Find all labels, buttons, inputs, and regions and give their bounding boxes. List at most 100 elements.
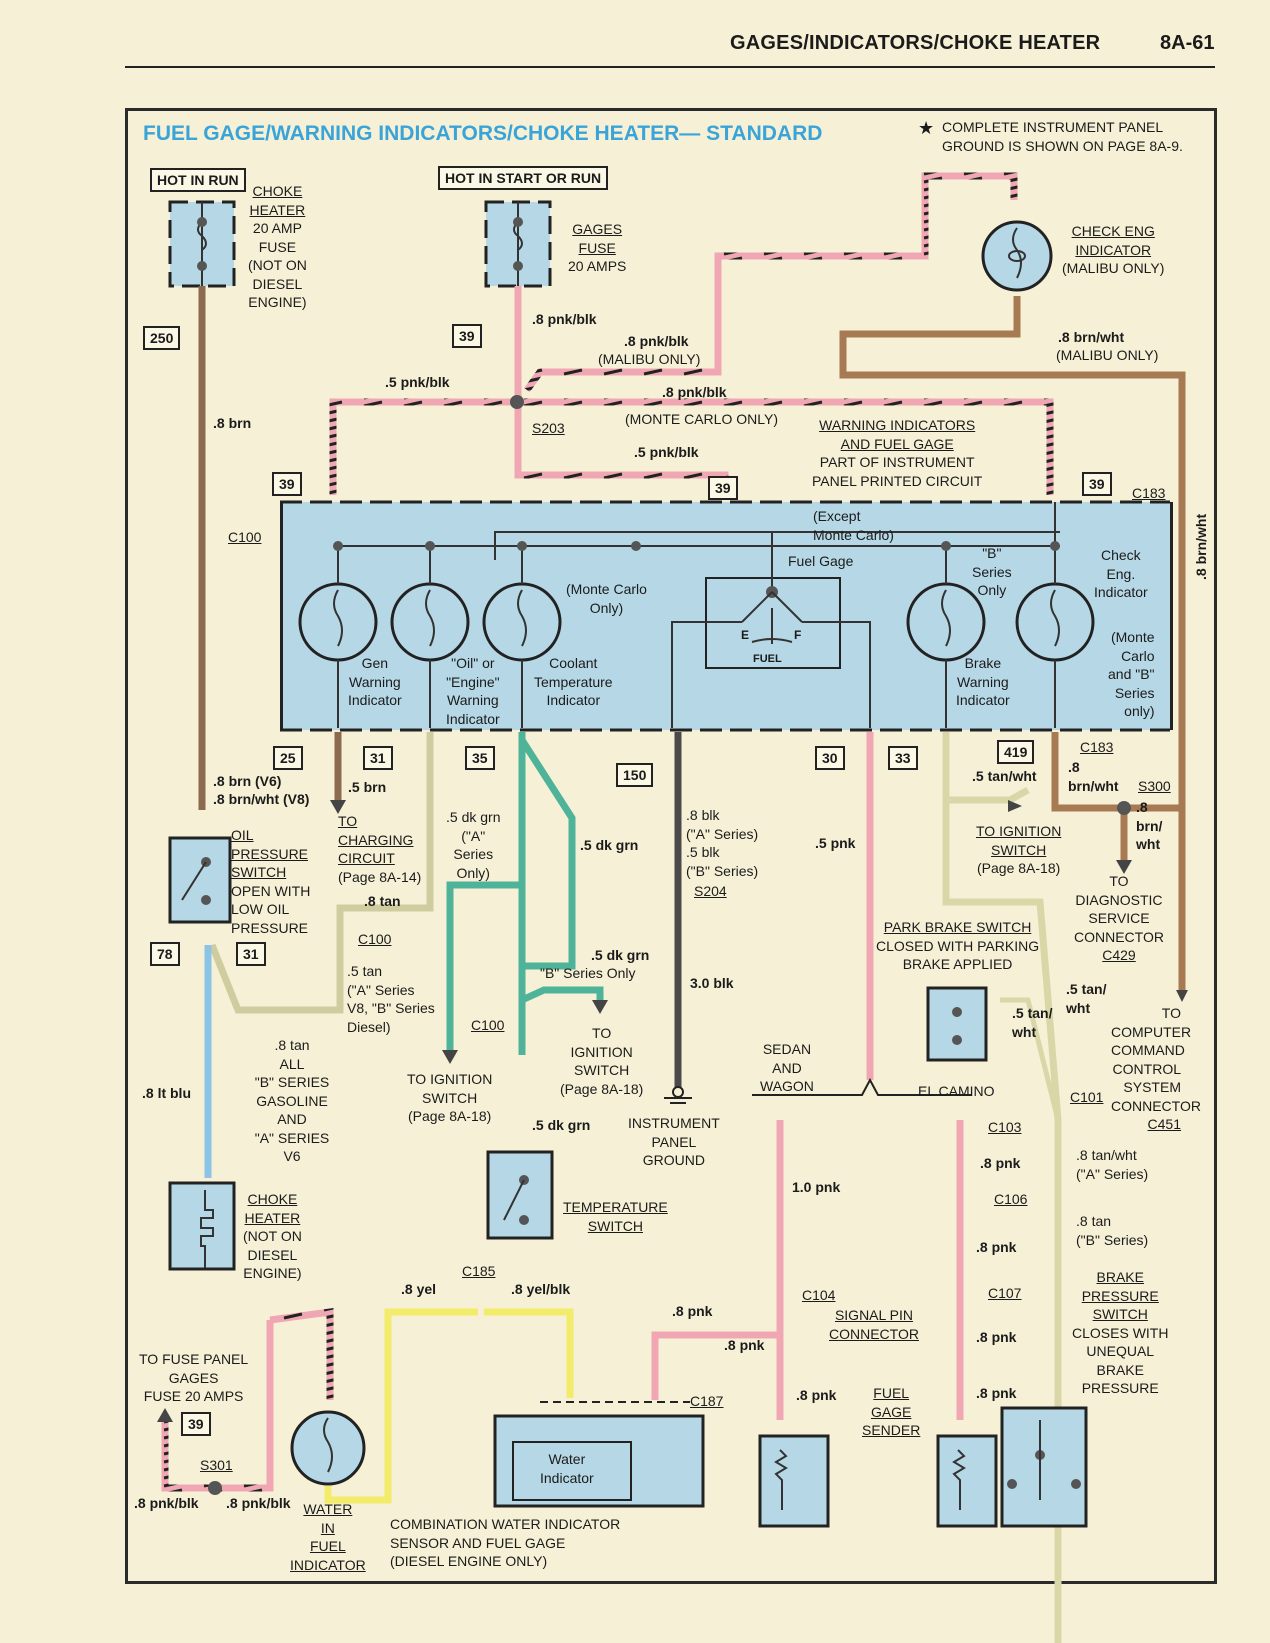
label-line: Series — [1114, 684, 1155, 701]
to-ccc-label: TO COMPUTER COMMAND CONTROL SYSTEM CONNE… — [1111, 1004, 1201, 1134]
label-line: PANEL PRINTED CIRCUIT — [812, 472, 983, 489]
connector-label: C106 — [994, 1191, 1028, 1207]
connector-label: S301 — [200, 1457, 233, 1473]
label-line: FUSE 20 AMPS — [143, 1388, 244, 1404]
label-line: FUEL — [309, 1538, 346, 1554]
label-line: ("B" Series) — [1076, 1231, 1149, 1248]
to-ignition-a-label: TO IGNITION SWITCH (Page 8A-18) — [407, 1070, 492, 1126]
label-line: DIESEL — [247, 1246, 298, 1263]
to-fuse-panel-label: TO FUSE PANEL GAGES FUSE 20 AMPS — [139, 1350, 248, 1406]
label-line: SEDAN — [762, 1041, 812, 1057]
combination-sensor-icon — [493, 1414, 705, 1508]
label-line: Gen — [361, 655, 389, 671]
brake-pressure-label: BRAKE PRESSURE SWITCH CLOSES WITH UNEQUA… — [1072, 1268, 1168, 1398]
wire-label: .8 brn (V6) — [213, 773, 282, 789]
label-line: INDICATOR — [290, 1556, 366, 1573]
wire-label: .5 tan/wht — [972, 768, 1037, 784]
brake-pressure-switch-icon — [1000, 1406, 1088, 1528]
wire-label: .8 yel — [401, 1281, 437, 1297]
label-line: UNEQUAL — [1086, 1343, 1155, 1359]
label-line: COMPUTER — [1111, 1023, 1192, 1040]
brnwht-a-label: .8 brn/wht — [1068, 758, 1119, 795]
label-line: Indicator — [446, 710, 500, 727]
to-ignition-c-label: TO IGNITION SWITCH (Page 8A-18) — [976, 822, 1061, 878]
label-line: Indicator — [540, 1469, 594, 1486]
tanwht-8-label: .8 tan/wht ("A" Series) — [1076, 1146, 1148, 1183]
label-line: TEMPERATURE — [563, 1199, 668, 1215]
label-line: Carlo — [1121, 647, 1155, 664]
label-line: CONTROL — [1112, 1060, 1181, 1077]
fuel-sender-label: FUEL GAGE SENDER — [862, 1384, 920, 1440]
circuit-number: 39 — [181, 1412, 211, 1436]
check-eng-label: Check Eng. Indicator — [1094, 546, 1148, 602]
splice-s300 — [1117, 801, 1131, 815]
label-line: GROUND — [642, 1152, 705, 1168]
label-line: Monte Carlo) — [813, 526, 894, 543]
tanwht-b-label: .5 tan/ wht — [1066, 980, 1106, 1017]
label-line: "Oil" or — [451, 655, 495, 671]
sedan-camino-bracket — [752, 1077, 972, 1096]
label-line: 20 AMP — [252, 220, 302, 236]
circuit-number: 31 — [236, 942, 266, 966]
tan8-all-label: .8 tan ALL "B" SERIES GASOLINE AND "A" S… — [252, 1036, 332, 1166]
label-line: TO — [338, 813, 358, 829]
label-line: SWITCH — [574, 1062, 630, 1078]
connector-label: S203 — [532, 420, 565, 436]
label-line: .5 dk grn — [446, 809, 501, 825]
label-line: BRAKE APPLIED — [902, 956, 1013, 972]
circuit-number: 150 — [616, 763, 654, 787]
tan5-label: .5 tan ("A" Series V8, "B" Series Diesel… — [347, 962, 435, 1036]
label-line: INDICATOR — [1075, 241, 1152, 258]
brake-warning-bulb-icon — [906, 541, 986, 728]
connector-label: C183 — [1080, 739, 1114, 755]
label-line: (Except — [813, 508, 861, 524]
label-line: ("B" Series) — [686, 862, 759, 879]
label-line: Eng. — [1106, 565, 1136, 582]
label-line: (DIESEL ENGINE ONLY) — [390, 1553, 548, 1569]
connector-label: C107 — [988, 1285, 1022, 1301]
label-line: TO — [1161, 1005, 1181, 1021]
connector-label: C100 — [471, 1017, 505, 1033]
circuit-number: 419 — [997, 740, 1035, 764]
label-line: GAGE — [870, 1403, 912, 1420]
label-line: FUSE — [258, 238, 297, 255]
park-brake-switch-icon — [926, 986, 988, 1062]
label-line: DIAGNOSTIC — [1075, 891, 1163, 908]
label-line: CONNECTOR — [1111, 1097, 1201, 1114]
label-line: IGNITION — [570, 1043, 633, 1060]
label-line: brn/wht — [1068, 777, 1119, 794]
label-line: .8 tan/wht — [1076, 1147, 1137, 1163]
circuit-number: 31 — [363, 746, 393, 770]
label-line: TO — [1109, 873, 1129, 889]
gen-warning-label: Gen Warning Indicator — [348, 654, 402, 710]
connector-label: C187 — [690, 1393, 724, 1409]
circuit-number: 78 — [150, 942, 180, 966]
tanwht-c-label: .5 tan/ wht — [1012, 1004, 1052, 1041]
connector-label: C101 — [1070, 1089, 1104, 1105]
label-line: CHOKE — [252, 183, 303, 199]
wire-pnkblk — [329, 398, 518, 495]
label-line: IN — [320, 1519, 335, 1536]
label-line: Only — [977, 582, 1007, 598]
label-line: (Monte — [1110, 629, 1155, 645]
temperature-switch-label: TEMPERATURE SWITCH — [563, 1198, 668, 1235]
label-line: ("A" Series — [347, 981, 415, 998]
wire-label: .8 pnk — [976, 1329, 1017, 1345]
label-line: (Page 8A-18) — [560, 1080, 644, 1097]
blk-label: .8 blk ("A" Series) .5 blk ("B" Series) — [686, 806, 758, 880]
label-line: HEATER — [244, 1209, 301, 1226]
label-line: GAGES — [572, 221, 623, 237]
label-line: Only) — [589, 599, 624, 616]
label-line: FUSE — [578, 239, 616, 256]
wire-pnkblk-malibu — [524, 172, 1018, 393]
to-ignition-b-label: TO IGNITION SWITCH (Page 8A-18) — [560, 1024, 643, 1098]
circuit-number: 30 — [815, 746, 845, 770]
check-engine-panel-bulb-icon — [1015, 502, 1095, 728]
header-rule — [125, 66, 1215, 68]
label-line: .5 tan — [347, 963, 383, 979]
connector-label: C100 — [228, 529, 262, 545]
label-line: ("A" Series) — [686, 825, 759, 842]
wire-label: .8 pnk — [976, 1239, 1017, 1255]
label-line: Indicator — [1094, 584, 1148, 600]
label-line: brn/ — [1136, 817, 1163, 834]
